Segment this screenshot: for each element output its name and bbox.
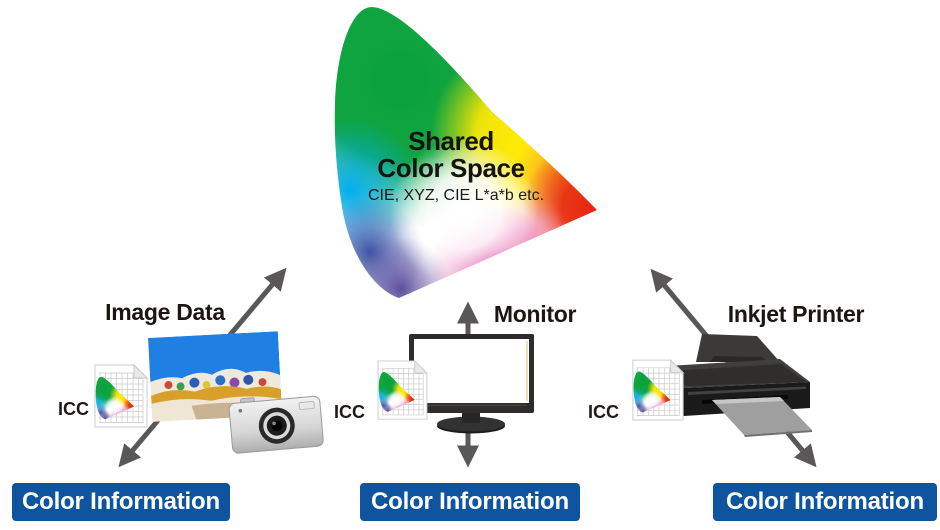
shared-color-space-title: Shared Color Space [351,128,551,182]
monitor-color-information-banner: Color Information [360,483,580,521]
monitor-icc-label: ICC [334,402,365,422]
inkjet-printer-icc-profile-icon [630,359,686,423]
inkjet-printer-icc-label: ICC [588,402,619,422]
shared-color-space-subtitle: CIE, XYZ, CIE L*a*b etc. [367,187,545,204]
banner-text: Color Information [371,488,569,515]
image-data-icc-label: ICC [58,399,89,419]
banner-text: Color Information [726,488,924,515]
image-data-icc-profile-icon [92,364,150,430]
camera-icon [228,395,324,454]
banner-text: Color Information [22,488,220,515]
monitor-label: Monitor [493,301,577,327]
inkjet-printer-color-information-banner: Color Information [713,483,937,521]
image-data-color-information-banner: Color Information [12,483,230,521]
inkjet-printer-label: Inkjet Printer [727,301,865,327]
shared-color-space-title-line1: Shared [408,126,494,156]
monitor-icc-profile-icon [375,360,430,422]
shared-color-space-title-line2: Color Space [377,153,525,183]
image-data-label: Image Data [105,299,225,325]
